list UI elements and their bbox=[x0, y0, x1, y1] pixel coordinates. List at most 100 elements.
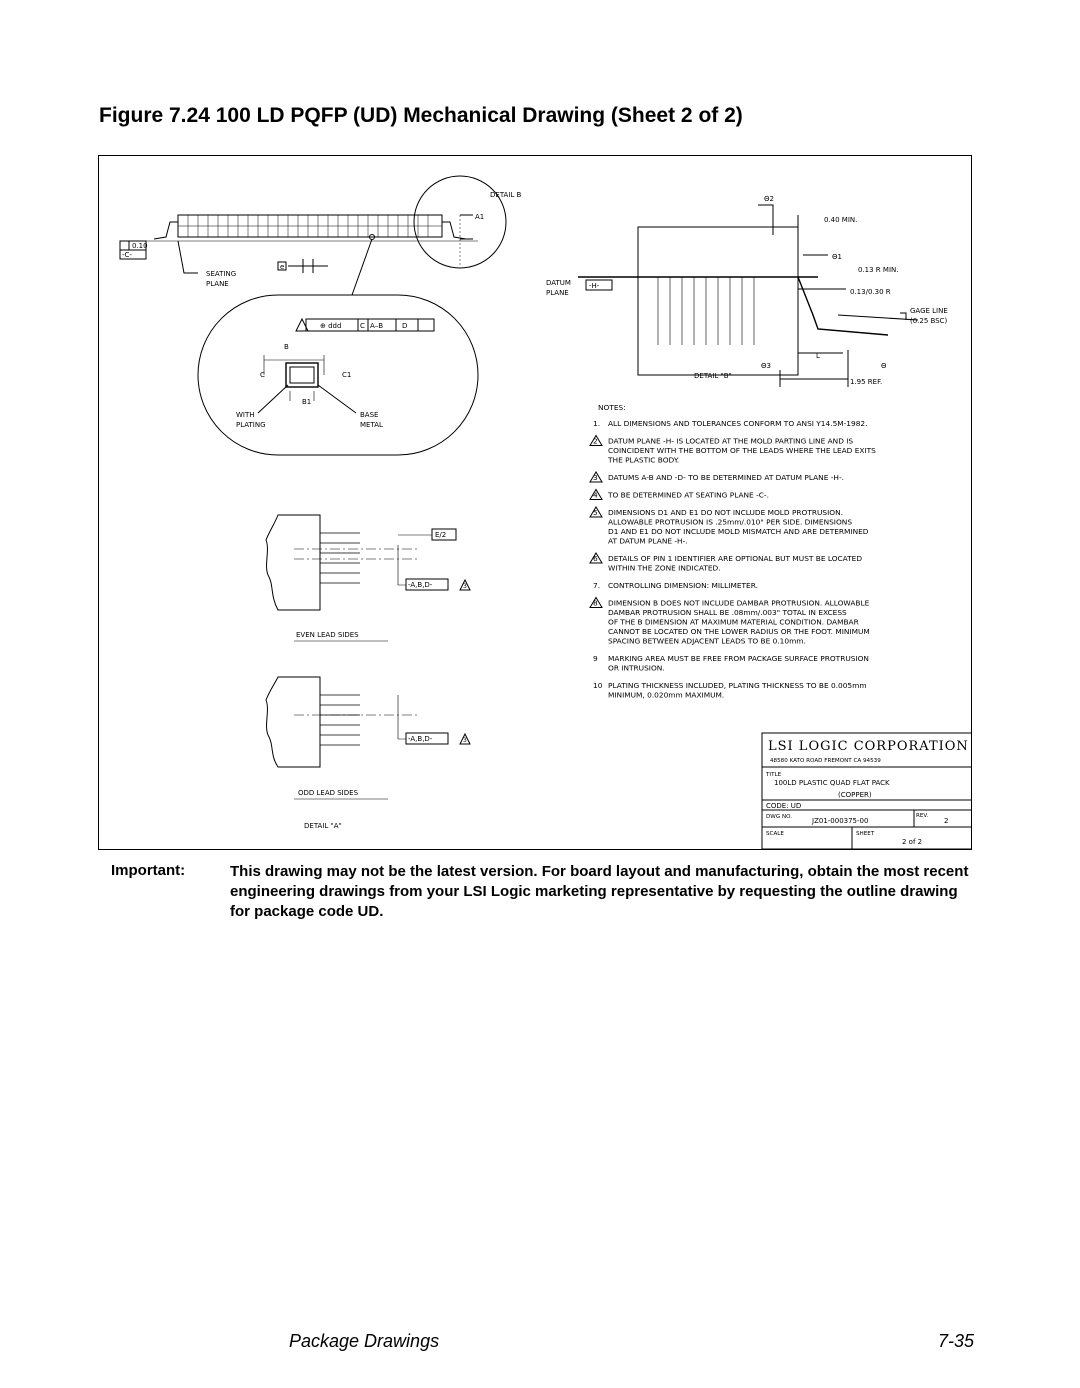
note-number: 9 bbox=[593, 654, 598, 663]
note-number: 7. bbox=[593, 581, 600, 590]
note-line: DAMBAR PROTRUSION SHALL BE .08mm/.003" T… bbox=[608, 608, 847, 617]
svg-text:2 of 2: 2 of 2 bbox=[902, 838, 922, 846]
mechanical-drawing: DETAIL B A1 0.10 -C- SEATING PLANE e ⊕ d… bbox=[98, 155, 972, 850]
figure-title: Figure 7.24 100 LD PQFP (UD) Mechanical … bbox=[99, 104, 743, 127]
svg-text:Θ3: Θ3 bbox=[761, 362, 771, 370]
note-flag-triangle bbox=[589, 488, 603, 500]
svg-text:-C-: -C- bbox=[122, 251, 132, 259]
lead-cross-section: ⊕ ddd C A–B D B C C1 B1 WITH PLATING BAS… bbox=[197, 294, 479, 456]
detail-b-profile: Θ2 0.40 MIN. Θ1 0.13 R MIN. 0.13/0.30 R … bbox=[546, 195, 948, 387]
note-line: MINIMUM, 0.020mm MAXIMUM. bbox=[608, 691, 724, 700]
svg-text:GAGE LINE: GAGE LINE bbox=[910, 307, 948, 315]
even-lead-sides-label: EVEN LEAD SIDES bbox=[296, 631, 359, 639]
svg-text:0.13/0.30 R: 0.13/0.30 R bbox=[850, 288, 891, 296]
title-block: LSI LOGIC CORPORATION 48580 KATO ROAD FR… bbox=[761, 732, 972, 850]
note-number: 5 bbox=[593, 508, 598, 517]
note-line: DATUMS A-B AND -D- TO BE DETERMINED AT D… bbox=[608, 473, 844, 482]
note-line: WITHIN THE ZONE INDICATED. bbox=[608, 564, 721, 573]
svg-text:Θ: Θ bbox=[881, 362, 887, 370]
note-line: TO BE DETERMINED AT SEATING PLANE -C-. bbox=[607, 491, 769, 500]
svg-text:⊕ ddd: ⊕ ddd bbox=[320, 322, 341, 330]
svg-text:C: C bbox=[360, 322, 365, 330]
svg-text:0.40 MIN.: 0.40 MIN. bbox=[824, 216, 857, 224]
note-number: 2 bbox=[593, 437, 598, 446]
note-flag-triangle bbox=[589, 434, 603, 446]
svg-text:L: L bbox=[816, 352, 820, 360]
svg-text:(COPPER): (COPPER) bbox=[838, 791, 872, 799]
svg-text:100LD PLASTIC QUAD FLAT PACK: 100LD PLASTIC QUAD FLAT PACK bbox=[774, 779, 890, 787]
note-line: DETAILS OF PIN 1 IDENTIFIER ARE OPTIONAL… bbox=[608, 554, 862, 563]
svg-text:3: 3 bbox=[463, 737, 467, 744]
svg-text:DETAIL "B": DETAIL "B" bbox=[694, 372, 732, 380]
detail-b-circle bbox=[413, 175, 507, 269]
note-line: CONTROLLING DIMENSION: MILLIMETER. bbox=[608, 581, 758, 590]
svg-text:REV.: REV. bbox=[916, 813, 929, 819]
svg-text:DATUM: DATUM bbox=[546, 279, 571, 287]
svg-text:B: B bbox=[284, 343, 289, 351]
svg-text:48580 KATO ROAD FREMONT CA: 48580 KATO ROAD FREMONT CA 94539 bbox=[770, 758, 881, 764]
important-label: Important: bbox=[111, 862, 186, 879]
note-number: 8 bbox=[593, 599, 598, 608]
svg-text:(0.25 BSC): (0.25 BSC) bbox=[910, 317, 948, 325]
detail-b-label: DETAIL B bbox=[490, 191, 522, 199]
important-text: This drawing may not be the latest versi… bbox=[230, 863, 969, 920]
note-line: DIMENSION B DOES NOT INCLUDE DAMBAR PROT… bbox=[608, 599, 870, 608]
note-flag-triangle bbox=[589, 471, 603, 483]
svg-text:WITH: WITH bbox=[236, 411, 255, 419]
note-flag-triangle bbox=[589, 596, 603, 608]
svg-text:1.95 REF.: 1.95 REF. bbox=[850, 378, 882, 386]
svg-text:SCALE: SCALE bbox=[766, 831, 784, 837]
svg-text:-A,B,D-: -A,B,D- bbox=[408, 735, 433, 743]
note-number: 3 bbox=[593, 473, 598, 482]
svg-text:3: 3 bbox=[463, 583, 467, 590]
note-line: THE PLASTIC BODY. bbox=[607, 456, 679, 465]
notes-heading: NOTES: bbox=[598, 403, 626, 412]
svg-text:0.10: 0.10 bbox=[132, 242, 148, 250]
odd-lead-sides-label: ODD LEAD SIDES bbox=[298, 789, 359, 797]
svg-text:D: D bbox=[402, 322, 407, 330]
notes: NOTES: 1. ALL DIMENSIONS AND TOLERANCES C… bbox=[589, 403, 876, 700]
svg-text:0.13 R MIN.: 0.13 R MIN. bbox=[858, 266, 898, 274]
note-number: 1. bbox=[593, 419, 600, 428]
even-lead-sides-view: E/2 -A,B,D- 3 EVEN LEAD SIDES bbox=[265, 514, 471, 642]
svg-text:-H-: -H- bbox=[589, 282, 600, 290]
note-flag-triangle bbox=[589, 552, 603, 564]
note-line: PLATING THICKNESS INCLUDED, PLATING THIC… bbox=[608, 681, 867, 690]
note-line: D1 AND E1 DO NOT INCLUDE MOLD MISMATCH A… bbox=[608, 527, 869, 536]
svg-text:C: C bbox=[260, 371, 265, 379]
footer-section-title: Package Drawings bbox=[289, 1331, 440, 1351]
note-line: COINCIDENT WITH THE BOTTOM OF THE LEADS … bbox=[608, 446, 876, 455]
svg-text:BASE: BASE bbox=[360, 411, 378, 419]
svg-text:A–B: A–B bbox=[370, 322, 383, 330]
note-line: ALL DIMENSIONS AND TOLERANCES CONFORM TO… bbox=[608, 419, 867, 428]
svg-text:SEATING: SEATING bbox=[206, 270, 236, 278]
footer-page-number: 7-35 bbox=[938, 1331, 975, 1351]
svg-text:C1: C1 bbox=[342, 371, 351, 379]
note-number: 6 bbox=[593, 554, 598, 563]
note-flag-triangle bbox=[589, 506, 603, 518]
svg-text:DWG NO.: DWG NO. bbox=[766, 814, 792, 820]
note-number: 10 bbox=[593, 681, 603, 690]
svg-text:PLANE: PLANE bbox=[546, 289, 569, 297]
svg-text:A1: A1 bbox=[475, 213, 484, 221]
detail-a-label: DETAIL "A" bbox=[304, 822, 342, 830]
svg-text:2: 2 bbox=[944, 817, 948, 825]
svg-text:E/2: E/2 bbox=[435, 531, 446, 539]
note-line: DIMENSIONS D1 AND E1 DO NOT INCLUDE MOLD… bbox=[608, 508, 843, 517]
svg-text:SHEET: SHEET bbox=[856, 831, 875, 837]
svg-text:PLANE: PLANE bbox=[206, 280, 229, 288]
odd-lead-sides-view: -A,B,D- 3 ODD LEAD SIDES DETAIL "A" bbox=[265, 676, 471, 830]
note-line: SPACING BETWEEN ADJACENT LEADS TO BE 0.1… bbox=[608, 637, 806, 646]
note-line: DATUM PLANE -H- IS LOCATED AT THE MOLD P… bbox=[608, 437, 853, 446]
company-name: LSI LOGIC CORPORATION bbox=[768, 739, 969, 754]
note-line: AT DATUM PLANE -H-. bbox=[608, 537, 688, 546]
note-line: ALLOWABLE PROTRUSION IS .25mm/.010" PER … bbox=[608, 518, 852, 527]
svg-text:e: e bbox=[280, 263, 284, 271]
svg-text:-A,B,D-: -A,B,D- bbox=[408, 581, 433, 589]
note-number: 4 bbox=[593, 491, 598, 500]
drawing-number: JZ01-000375-00 bbox=[811, 817, 868, 825]
svg-text:B1: B1 bbox=[302, 398, 311, 406]
package-side-view bbox=[138, 214, 478, 242]
svg-text:PLATING: PLATING bbox=[236, 421, 266, 429]
svg-text:METAL: METAL bbox=[360, 421, 383, 429]
